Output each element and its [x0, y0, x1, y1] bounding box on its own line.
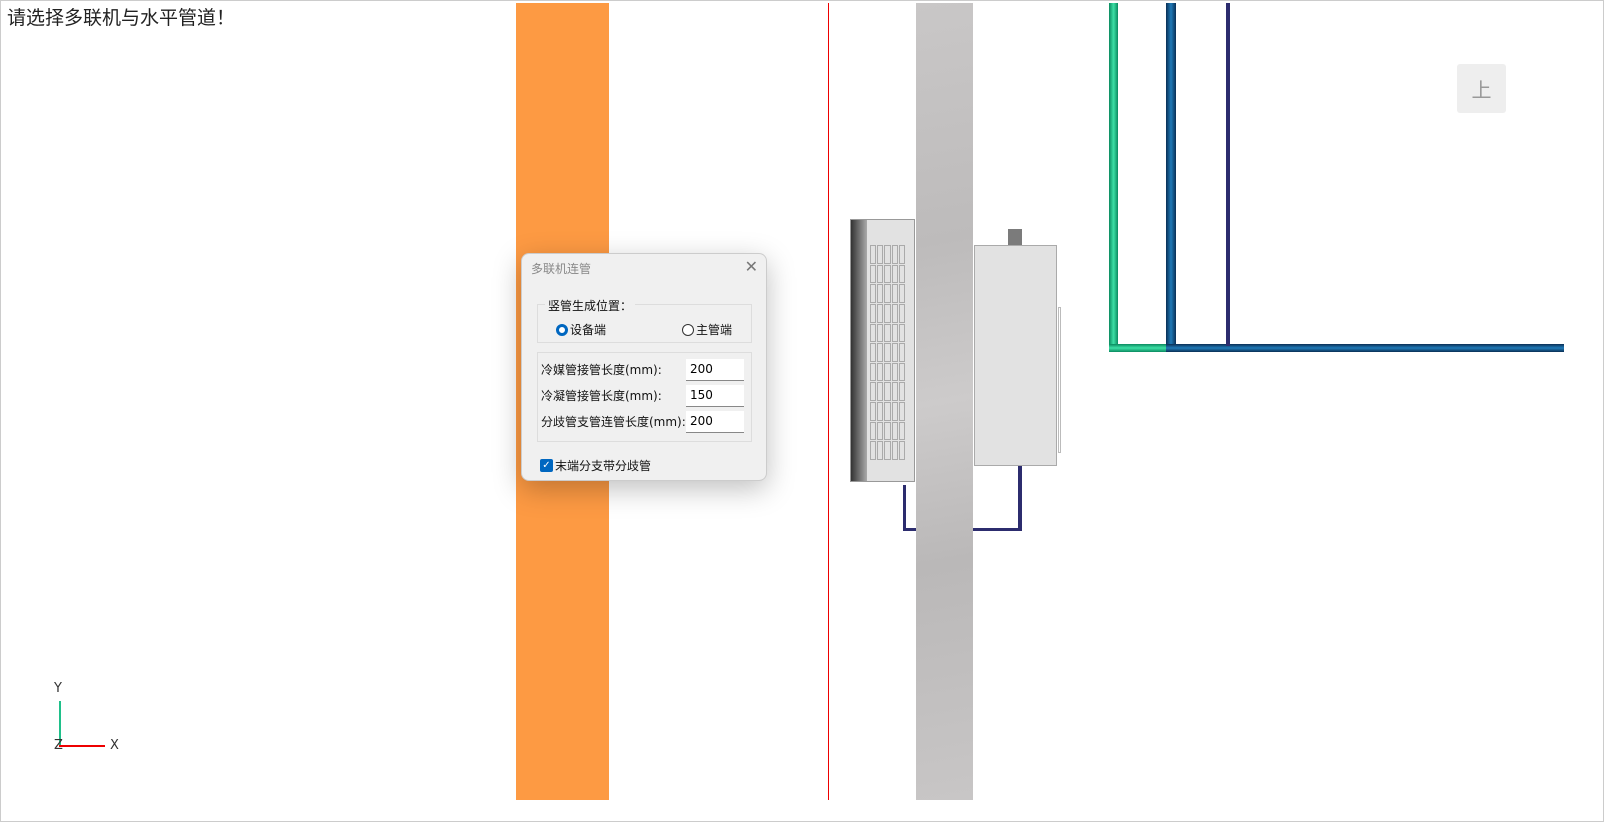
refrigerant-length-label: 冷媒管接管长度(mm):: [541, 363, 662, 377]
command-prompt: 请选择多联机与水平管道！: [7, 7, 236, 29]
refrigerant-length-input[interactable]: [686, 358, 744, 381]
outdoor-unit-connector: [1008, 229, 1022, 245]
red-reference-line: [828, 3, 829, 800]
grille-slot: [870, 362, 877, 382]
grille-slot: [898, 323, 905, 343]
grille-slot: [870, 284, 877, 303]
pipe[interactable]: [1226, 3, 1230, 346]
grille-slot: [891, 264, 898, 284]
grille-slot: [870, 421, 877, 441]
grille-slot: [891, 343, 898, 362]
radio-label: 设备端: [570, 323, 607, 337]
grille-slot: [870, 245, 877, 264]
grille-slot: [884, 245, 891, 264]
grille-slot: [877, 343, 884, 362]
axis-x-label: X: [110, 738, 119, 753]
grille-slot: [884, 264, 891, 284]
grille-slot: [898, 245, 905, 264]
grille-slot: [884, 402, 891, 421]
grille-slot: [870, 441, 877, 460]
radio-label: 主管端: [696, 323, 733, 337]
grille-slot: [884, 441, 891, 460]
blue-pipe[interactable]: [1166, 344, 1564, 352]
axis-y-line: [59, 701, 61, 746]
condensate-length-label: 冷凝管接管长度(mm):: [541, 389, 662, 403]
grille-slot: [870, 343, 877, 362]
group-label: 竖管生成位置：: [545, 297, 636, 314]
grille-slot: [898, 402, 905, 421]
grille-slot: [877, 323, 884, 343]
grille-slot: [898, 343, 905, 362]
grille-slot: [891, 323, 898, 343]
grille-slot: [877, 284, 884, 303]
grille-slot: [877, 402, 884, 421]
grille-slot: [898, 421, 905, 441]
riser-position-group: 竖管生成位置： 设备端 主管端: [537, 297, 752, 343]
radio-unselected-icon: [682, 323, 694, 336]
radio-device-end[interactable]: 设备端: [556, 321, 606, 338]
wall: [916, 3, 973, 800]
grille-slot: [898, 441, 905, 460]
pipe[interactable]: [973, 528, 1021, 531]
green-pipe[interactable]: [1109, 3, 1118, 348]
radio-selected-icon: [556, 323, 568, 336]
grille-slot: [877, 362, 884, 382]
grille-slot: [877, 264, 884, 284]
grille-slot: [891, 382, 898, 402]
axis-x-line: [59, 745, 105, 747]
grille-slot: [891, 402, 898, 421]
grille-slot: [891, 362, 898, 382]
grille-slot: [891, 245, 898, 264]
outdoor-unit[interactable]: [974, 245, 1057, 466]
grille-slot: [898, 264, 905, 284]
axis-y-label: Y: [54, 681, 62, 696]
end-branch-checkbox[interactable]: ✓末端分支带分歧管: [540, 457, 651, 474]
grille-slot: [877, 441, 884, 460]
dialog-title: 多联机连管: [531, 262, 592, 276]
condensate-length-input[interactable]: [686, 384, 744, 407]
grille-slot: [877, 382, 884, 402]
view-top-button[interactable]: 上: [1457, 64, 1506, 113]
blue-pipe[interactable]: [1166, 3, 1176, 348]
grille-slot: [884, 382, 891, 402]
grille-slot: [870, 323, 877, 343]
grille-slot: [884, 362, 891, 382]
grille-slot: [891, 441, 898, 460]
grille-slot: [884, 421, 891, 441]
grille-slot: [884, 323, 891, 343]
close-icon[interactable]: ✕: [744, 257, 758, 276]
grille-slot: [884, 303, 891, 323]
radio-main-pipe-end[interactable]: 主管端: [682, 321, 732, 338]
grille-slot: [898, 284, 905, 303]
pipe[interactable]: [903, 528, 916, 531]
grille-slot: [884, 343, 891, 362]
axis-z-label: Z: [54, 738, 63, 753]
grille-slot: [877, 245, 884, 264]
indoor-unit[interactable]: [850, 219, 915, 482]
grille-slot: [870, 402, 877, 421]
branch-length-input[interactable]: [686, 410, 744, 433]
pipe[interactable]: [1018, 466, 1022, 531]
axis-indicator: Y Z X: [51, 681, 131, 756]
grille-slot: [877, 303, 884, 323]
checkbox-label: 末端分支带分歧管: [555, 459, 652, 473]
grille-slot: [884, 284, 891, 303]
grille-slot: [870, 382, 877, 402]
grille-slot: [870, 303, 877, 323]
pipe[interactable]: [903, 485, 906, 530]
grille-slot: [870, 264, 877, 284]
grille-slot: [898, 303, 905, 323]
grille-slot: [891, 303, 898, 323]
grille-slot: [891, 284, 898, 303]
outdoor-unit-side: [1058, 307, 1061, 453]
grille-slot: [891, 421, 898, 441]
grille-slot: [898, 362, 905, 382]
green-pipe[interactable]: [1109, 344, 1171, 352]
length-fields-group: 冷媒管接管长度(mm): 冷凝管接管长度(mm): 分歧管支管连管长度(mm):: [537, 352, 752, 442]
branch-length-label: 分歧管支管连管长度(mm):: [541, 415, 686, 429]
grille-slot: [877, 421, 884, 441]
grille-slot: [898, 382, 905, 402]
checkmark-icon: ✓: [540, 459, 553, 472]
multi-split-piping-dialog: 多联机连管 ✕ 竖管生成位置： 设备端 主管端 冷媒管接管长度(mm): 冷凝管…: [521, 253, 767, 481]
